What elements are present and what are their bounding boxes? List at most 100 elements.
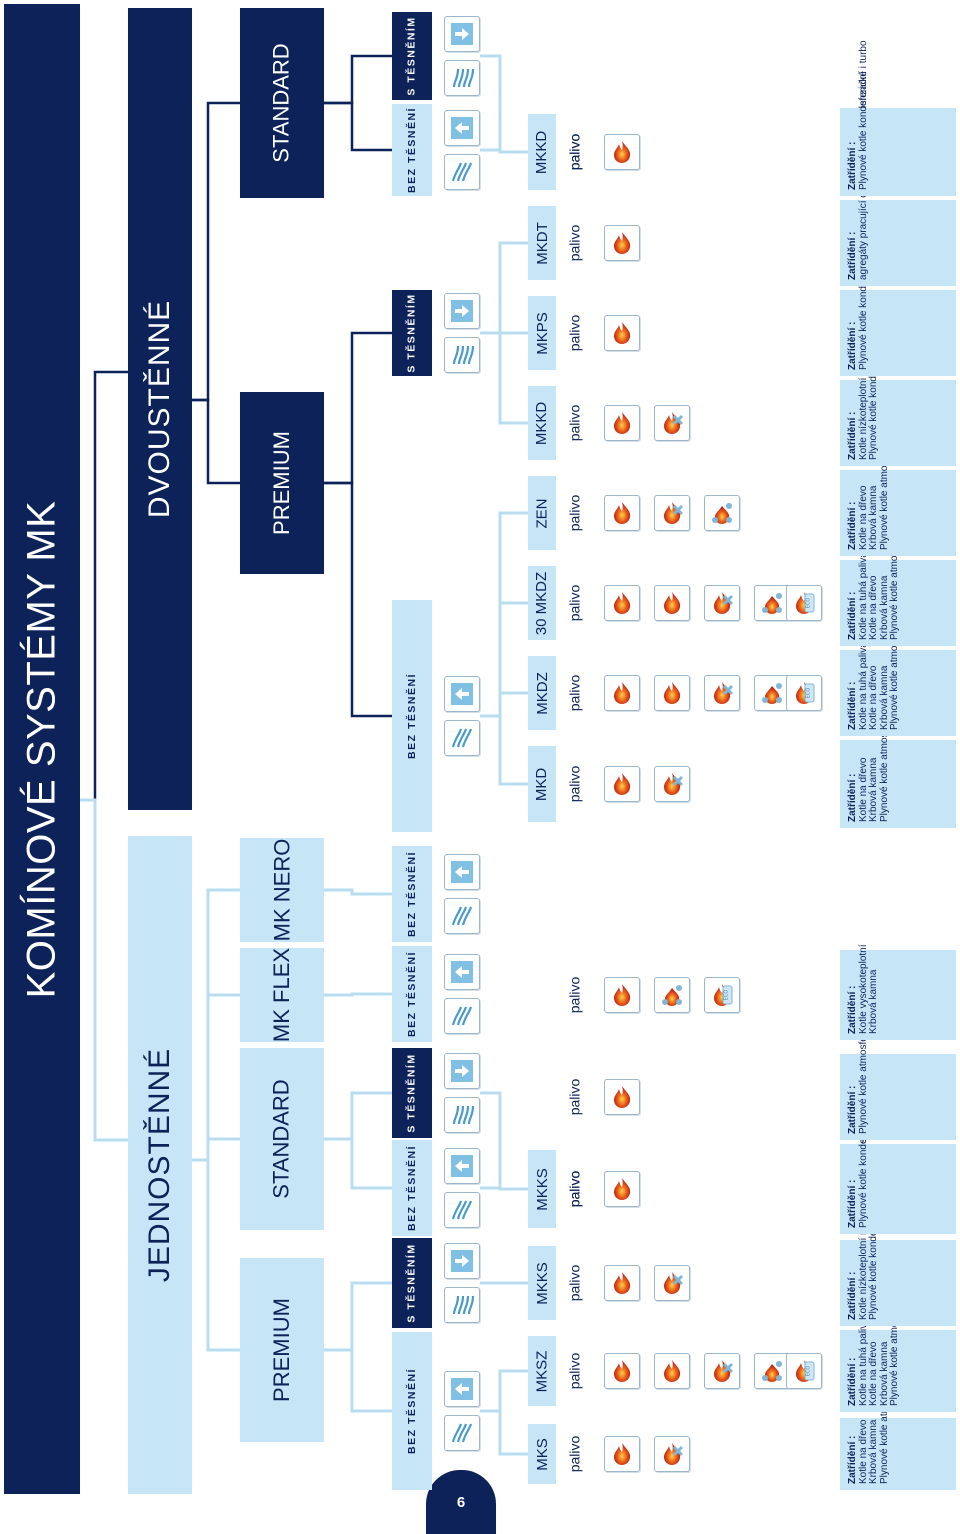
product-line-mk-flex: MK FLEX <box>240 948 324 1042</box>
fuel-label: palivo <box>562 1424 586 1484</box>
fuel-label: palivo <box>562 754 586 814</box>
airflow-sealed-icon <box>444 1243 480 1279</box>
system-jednostenne: JEDNOSTĚNNÉ <box>128 836 192 1494</box>
fuel-label-text: palivo <box>566 494 582 532</box>
fuel-label-text: palivo <box>566 314 582 352</box>
seal-label: S TĚSNĚNÍM <box>406 16 418 96</box>
seal-type-unsealed: BEZ TĚSNĚNÍ <box>392 600 432 832</box>
model-name: MKDZ <box>533 671 551 715</box>
flame-icon <box>604 977 640 1013</box>
wood-flame-icon <box>654 766 690 802</box>
fuel-label-text: palivo <box>566 765 582 803</box>
fuel-label: palivo <box>562 393 586 453</box>
wood-flame-icon <box>654 405 690 441</box>
seal-type-sealed: S TĚSNĚNÍM <box>392 1048 432 1138</box>
model-name: MKKD <box>533 130 551 174</box>
model-mkd: MKD <box>528 746 556 822</box>
fuel-label-text: palivo <box>566 133 582 171</box>
flue-gas-icon <box>444 1192 480 1228</box>
product-line-premium: PREMIUM <box>240 1258 324 1442</box>
model-name: ZEN <box>533 498 551 528</box>
flame-icon <box>604 1079 640 1115</box>
svg-text:ECO: ECO <box>806 1366 812 1377</box>
system-label: DVOUSTĚNNÉ <box>143 299 177 519</box>
fuel-label-text: palivo <box>566 976 582 1014</box>
flue-gas-icon <box>444 998 480 1034</box>
eco-icon: ECO <box>786 1353 822 1389</box>
model-name: 30 MKDZ <box>533 571 551 635</box>
flame-icon <box>604 405 640 441</box>
product-line-label: MK FLEX <box>269 947 295 1043</box>
model-mkps: MKPS <box>528 296 556 370</box>
model-mkdt: MKDT <box>528 206 556 280</box>
flue-sealed-icon <box>444 337 480 373</box>
airflow-icon <box>444 1371 480 1407</box>
fireplace-icon <box>754 675 790 711</box>
flue-gas-icon <box>444 1415 480 1451</box>
model-mkkd: MKKD <box>528 114 556 190</box>
product-line-mk-nero: MK NERO <box>240 838 324 942</box>
seal-label: BEZ TĚSNĚNÍ <box>406 851 418 937</box>
fuel-label: palivo <box>562 573 586 633</box>
flue-gas-icon <box>444 898 480 934</box>
seal-label: BEZ TĚSNĚNÍ <box>406 1368 418 1454</box>
fuel-label-text: palivo <box>566 1078 582 1116</box>
fuel-label-text: palivo <box>566 224 582 262</box>
seal-label: BEZ TĚSNĚNÍ <box>406 1145 418 1231</box>
model-mkks: MKKS <box>528 1246 556 1320</box>
page-title: KOMÍNOVÉ SYSTÉMY MK <box>4 4 80 1494</box>
model-mks: MKS <box>528 1424 556 1484</box>
classification-card: Zatřídění :Plynové kotle kondenzační i t… <box>840 1078 956 1234</box>
wood-flame-icon <box>654 495 690 531</box>
model-name: MKDT <box>533 221 551 265</box>
fuel-label-text: palivo <box>566 1170 582 1208</box>
seal-type-sealed: S TĚSNĚNÍM <box>392 12 432 100</box>
seal-type-sealed: S TĚSNĚNÍM <box>392 290 432 376</box>
fuel-label: palivo <box>562 1253 586 1313</box>
fuel-label: palivo <box>562 663 586 723</box>
classification-item: Krbová kamna <box>868 969 879 1034</box>
flame-icon <box>654 675 690 711</box>
product-line-label: MK NERO <box>269 838 294 942</box>
airflow-icon <box>444 110 480 146</box>
airflow-sealed-icon <box>444 293 480 329</box>
flue-sealed-icon <box>444 60 480 96</box>
flame-icon <box>604 1353 640 1389</box>
airflow-sealed-icon <box>444 1053 480 1089</box>
flue-gas-icon <box>444 154 480 190</box>
svg-text:ECO: ECO <box>806 688 812 699</box>
flame-icon <box>604 675 640 711</box>
classification-text: Zatřídění :Plynové kotle kondenzační i t… <box>847 40 869 190</box>
model-name: MKKD <box>533 401 551 445</box>
flame-icon <box>604 585 640 621</box>
seal-type-unsealed: BEZ TĚSNĚNÍ <box>392 1140 432 1236</box>
seal-type-unsealed: BEZ TĚSNĚNÍ <box>392 104 432 196</box>
fuel-label: palivo <box>562 965 586 1025</box>
model-mkkd: MKKD <box>528 386 556 460</box>
model-30-mkdz: 30 MKDZ <box>528 566 556 640</box>
seal-type-unsealed: BEZ TĚSNĚNÍ <box>392 946 432 1042</box>
system-label: JEDNOSTĚNNÉ <box>143 1047 177 1283</box>
flame-icon <box>654 1353 690 1389</box>
seal-label: S TĚSNĚNÍM <box>406 1053 418 1133</box>
seal-type-sealed: S TĚSNĚNÍM <box>392 1238 432 1328</box>
svg-text:ECO: ECO <box>724 990 730 1001</box>
model-name: MKSZ <box>533 1350 551 1392</box>
flame-icon <box>604 766 640 802</box>
seal-label: S TĚSNĚNÍM <box>406 1243 418 1323</box>
model-name: MKKS <box>533 1167 551 1211</box>
fuel-label-text: palivo <box>566 404 582 442</box>
model-zen: ZEN <box>528 476 556 550</box>
airflow-icon <box>444 676 480 712</box>
model-mkks: MKKS <box>528 1150 556 1228</box>
classification-card: Zatřídění :agregáty pracující do přetlak… <box>840 108 956 286</box>
fuel-label: palivo <box>562 483 586 543</box>
eco-icon: ECO <box>786 675 822 711</box>
